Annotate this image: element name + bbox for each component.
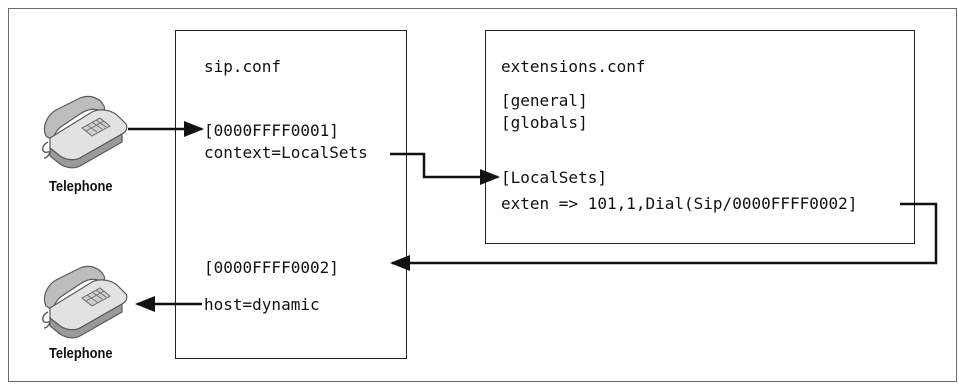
extensions-exten-line: exten => 101,1,Dial(Sip/0000FFFF0002]	[501, 194, 858, 213]
telephone-label-top: Telephone	[49, 178, 113, 195]
extensions-localsets-section: [LocalSets]	[501, 168, 607, 187]
sip-peer1-context: context=LocalSets	[204, 143, 368, 162]
arrow-dial-to-peer2	[390, 202, 938, 271]
extensions-conf-box	[485, 30, 915, 244]
telephone-icon-bottom	[42, 265, 128, 339]
sip-peer2-header: [0000FFFF0002]	[204, 258, 339, 277]
telephone-icon-top	[42, 95, 128, 169]
extensions-globals-section: [globals]	[501, 113, 588, 132]
arrow-context-to-localsets	[390, 152, 500, 185]
diagram-frame	[8, 8, 957, 382]
sip-peer1-header: [0000FFFF0001]	[204, 121, 339, 140]
extensions-general-section: [general]	[501, 91, 588, 110]
telephone-label-bottom: Telephone	[49, 345, 113, 362]
sip-conf-title: sip.conf	[204, 57, 282, 76]
extensions-conf-title: extensions.conf	[501, 57, 646, 76]
sip-peer2-host: host=dynamic	[204, 295, 320, 314]
sip-conf-box	[175, 30, 407, 359]
